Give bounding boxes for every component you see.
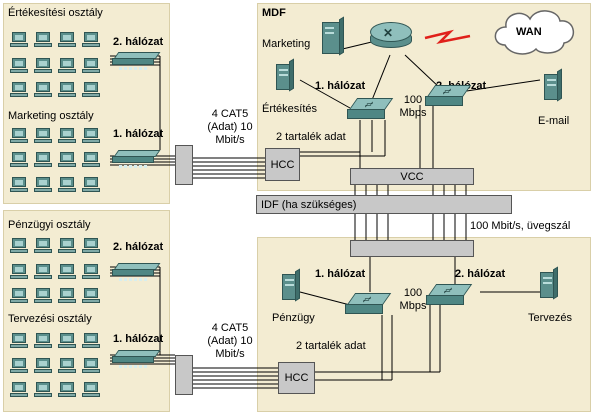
vcc-box: VCC [350, 168, 474, 185]
workstation-icon [34, 264, 52, 280]
workstation-icon [58, 128, 76, 144]
finance-dept-label: Pénzügyi osztály [8, 219, 91, 231]
finance-server-label: Pénzügy [272, 312, 315, 324]
sales-dept-label: Értékesítési osztály [8, 7, 103, 19]
workstation-icon [34, 238, 52, 254]
lower-net2-label: 2. hálózat [455, 268, 506, 280]
switch-icon: ⇄ [345, 293, 392, 315]
workstation-icon [34, 82, 52, 98]
workstation-icon [58, 264, 76, 280]
lower-net1-label: 1. hálózat [315, 268, 366, 280]
finance-server-icon [282, 268, 300, 302]
bottom-spare-label: 2 tartalék adat [296, 340, 366, 352]
workstation-icon [10, 128, 28, 144]
workstation-icon [34, 32, 52, 48]
wan-cloud-icon [494, 10, 574, 55]
switch-icon: ⇄ [425, 85, 472, 107]
workstation-icon [58, 288, 76, 304]
hub-icon [112, 350, 161, 368]
workstation-icon [82, 128, 100, 144]
router-icon: ✕ [370, 22, 412, 56]
design-server-icon [540, 266, 558, 300]
workstation-icon [82, 333, 100, 349]
workstation-icon [10, 58, 28, 74]
workstation-icon [34, 382, 52, 398]
mdf-net1-label: 1. hálózat [315, 80, 366, 92]
workstation-icon [10, 177, 28, 193]
sales-server-icon [276, 58, 294, 92]
switch-icon: ⇄ [426, 284, 473, 306]
workstation-icon [10, 32, 28, 48]
workstation-icon [82, 32, 100, 48]
finance-net2-label: 2. hálózat [113, 241, 164, 253]
workstation-icon [10, 358, 28, 374]
workstation-icon [58, 238, 76, 254]
top-cable-label: 4 CAT5 (Adat) 10 Mbit/s [197, 108, 263, 147]
workstation-icon [10, 382, 28, 398]
top-cable-text: 4 CAT5 (Adat) 10 Mbit/s [207, 108, 253, 146]
marketing-server-icon [322, 16, 344, 56]
lower-hcc-box: HCC [278, 362, 315, 394]
workstation-icon [82, 288, 100, 304]
fiber-label: 100 Mbit/s, üvegszál [470, 220, 571, 232]
mdf-title: MDF [262, 7, 286, 19]
workstation-icon [34, 152, 52, 168]
design-net1-label: 1. hálózat [113, 333, 164, 345]
workstation-icon [82, 264, 100, 280]
wan-label: WAN [516, 26, 542, 38]
workstation-icon [58, 177, 76, 193]
workstation-icon [82, 82, 100, 98]
workstation-icon [10, 238, 28, 254]
sales-server-label: Értékesítés [262, 103, 318, 115]
bottom-cable-label: 4 CAT5 (Adat) 10 Mbit/s [197, 322, 263, 361]
workstation-icon [82, 358, 100, 374]
patch-panel-bottom [175, 355, 193, 395]
workstation-icon [82, 382, 100, 398]
switch-icon: ⇄ [347, 98, 394, 120]
workstation-icon [10, 288, 28, 304]
workstation-icon [58, 32, 76, 48]
marketing-net1-label: 1. hálózat [113, 128, 164, 140]
email-server-icon [544, 68, 562, 102]
design-dept-label: Tervezési osztály [8, 313, 92, 325]
workstation-icon [82, 58, 100, 74]
idf-label: IDF (ha szükséges) [261, 198, 357, 211]
email-server-label: E-mail [538, 115, 570, 127]
patch-panel-top [175, 145, 193, 185]
workstation-icon [58, 58, 76, 74]
top-spare-label: 2 tartalék adat [276, 131, 346, 143]
workstation-icon [34, 58, 52, 74]
mdf-speed-label: 100 Mbps [399, 94, 427, 119]
bottom-cable-text: 4 CAT5 (Adat) 10 Mbit/s [207, 322, 253, 360]
workstation-icon [10, 152, 28, 168]
workstation-icon [10, 82, 28, 98]
workstation-icon [58, 333, 76, 349]
workstation-icon [10, 264, 28, 280]
workstation-icon [82, 177, 100, 193]
lower-speed-label: 100 Mbps [399, 287, 427, 312]
design-server-label: Tervezés [528, 312, 573, 324]
workstation-icon [34, 128, 52, 144]
workstation-icon [82, 238, 100, 254]
sales-net2-label: 2. hálózat [113, 36, 164, 48]
mdf-hcc-box: HCC [265, 148, 300, 181]
workstation-icon [10, 333, 28, 349]
marketing-dept-label: Marketing osztály [8, 110, 94, 122]
workstation-icon [58, 358, 76, 374]
idf-bar: IDF (ha szükséges) [256, 195, 512, 214]
hub-icon [112, 150, 161, 168]
hub-icon [112, 263, 161, 281]
workstation-icon [34, 358, 52, 374]
workstation-icon [58, 152, 76, 168]
marketing-server-label: Marketing [262, 38, 311, 50]
workstation-icon [34, 288, 52, 304]
workstation-icon [58, 382, 76, 398]
workstation-icon [34, 177, 52, 193]
workstation-icon [34, 333, 52, 349]
workstation-icon [58, 82, 76, 98]
workstation-icon [82, 152, 100, 168]
hub-icon [112, 52, 161, 70]
lower-distribution-panel [350, 240, 474, 257]
